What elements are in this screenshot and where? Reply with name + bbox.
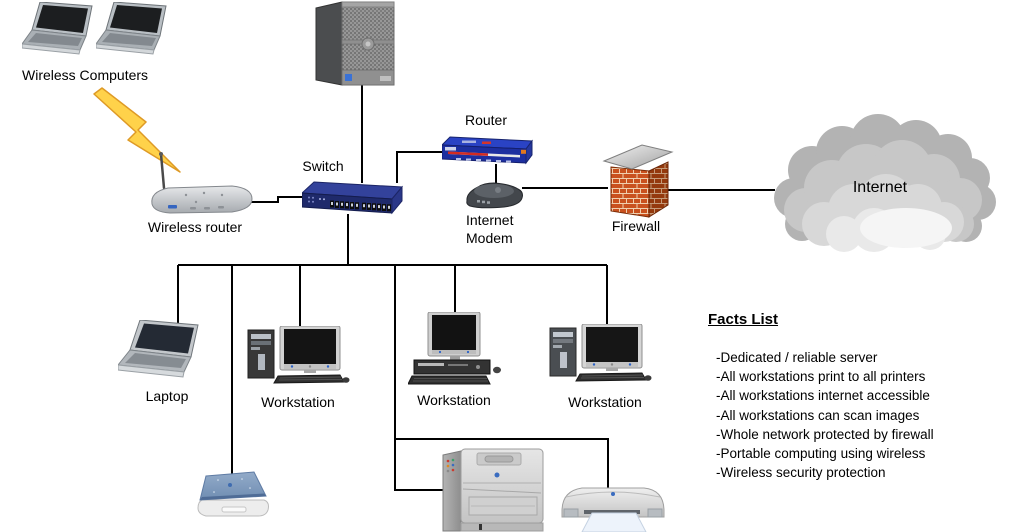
node-switch[interactable]: [302, 180, 404, 218]
facts-list-item: -Wireless security protection: [716, 465, 886, 481]
wireless-router-icon: [151, 152, 253, 214]
facts-list-item: -All workstations internet accessible: [716, 388, 930, 404]
facts-list-item: -Dedicated / reliable server: [716, 350, 878, 365]
wireless-computers-label: Wireless Computers: [22, 67, 149, 83]
node-internet-modem[interactable]: [464, 177, 526, 211]
node-inkjet-printer[interactable]: [556, 479, 670, 532]
router-label: Router: [464, 112, 508, 128]
node-laptop[interactable]: [118, 320, 206, 384]
switch-label: Switch: [302, 158, 344, 174]
workstation-3-label: Workstation: [568, 394, 642, 410]
node-wireless-router[interactable]: [146, 142, 258, 220]
scanner-icon: [197, 471, 269, 517]
facts-list-item: -All workstations can scan images: [716, 407, 920, 423]
inkjet-printer-icon: [561, 487, 665, 532]
laptop-icon: [22, 2, 93, 55]
internet-modem-label: Internet Modem: [466, 212, 514, 246]
facts-list-item: -Portable computing using wireless: [716, 446, 926, 462]
node-laser-printer[interactable]: [441, 441, 546, 532]
facts-list-item: -Whole network protected by firewall: [716, 426, 934, 442]
switch-icon: [302, 181, 404, 215]
node-wireless-laptop-1[interactable]: [22, 2, 98, 62]
node-workstation-2[interactable]: [408, 312, 503, 390]
laptop-icon: [118, 320, 199, 378]
node-router[interactable]: [442, 136, 534, 169]
wireless-signal-icon: [93, 87, 181, 173]
node-firewall[interactable]: [602, 143, 674, 219]
facts-list: Facts List -Dedicated / reliable server-…: [708, 311, 1008, 482]
modem-icon: [466, 182, 523, 209]
node-workstation-3[interactable]: [548, 324, 652, 384]
wireless-router-label: Wireless router: [147, 219, 243, 235]
facts-list-items: -Dedicated / reliable server -All worksta…: [708, 348, 1008, 482]
node-workstation-1[interactable]: [246, 326, 350, 386]
cloud-icon: [774, 114, 996, 252]
router-icon: [442, 136, 533, 165]
node-wireless-laptop-2[interactable]: [96, 2, 172, 62]
workstation-1-label: Workstation: [261, 394, 335, 410]
laser-printer-icon: [442, 448, 544, 532]
node-server[interactable]: [314, 0, 396, 86]
laptop-label: Laptop: [145, 388, 189, 404]
laptop-icon: [96, 2, 167, 55]
facts-list-title: Facts List: [708, 311, 779, 328]
firewall-label: Firewall: [611, 218, 661, 234]
internet-label: Internet: [852, 179, 908, 196]
workstation-icon: [549, 324, 652, 382]
workstation-icon: [247, 326, 350, 384]
firewall-icon: [602, 144, 674, 218]
workstation-icon: [408, 312, 501, 385]
facts-list-item: -All workstations print to all printers: [716, 369, 926, 385]
workstation-2-label: Workstation: [417, 392, 491, 408]
node-scanner[interactable]: [194, 466, 272, 522]
server-icon: [315, 1, 395, 86]
node-internet-cloud[interactable]: [766, 106, 996, 266]
